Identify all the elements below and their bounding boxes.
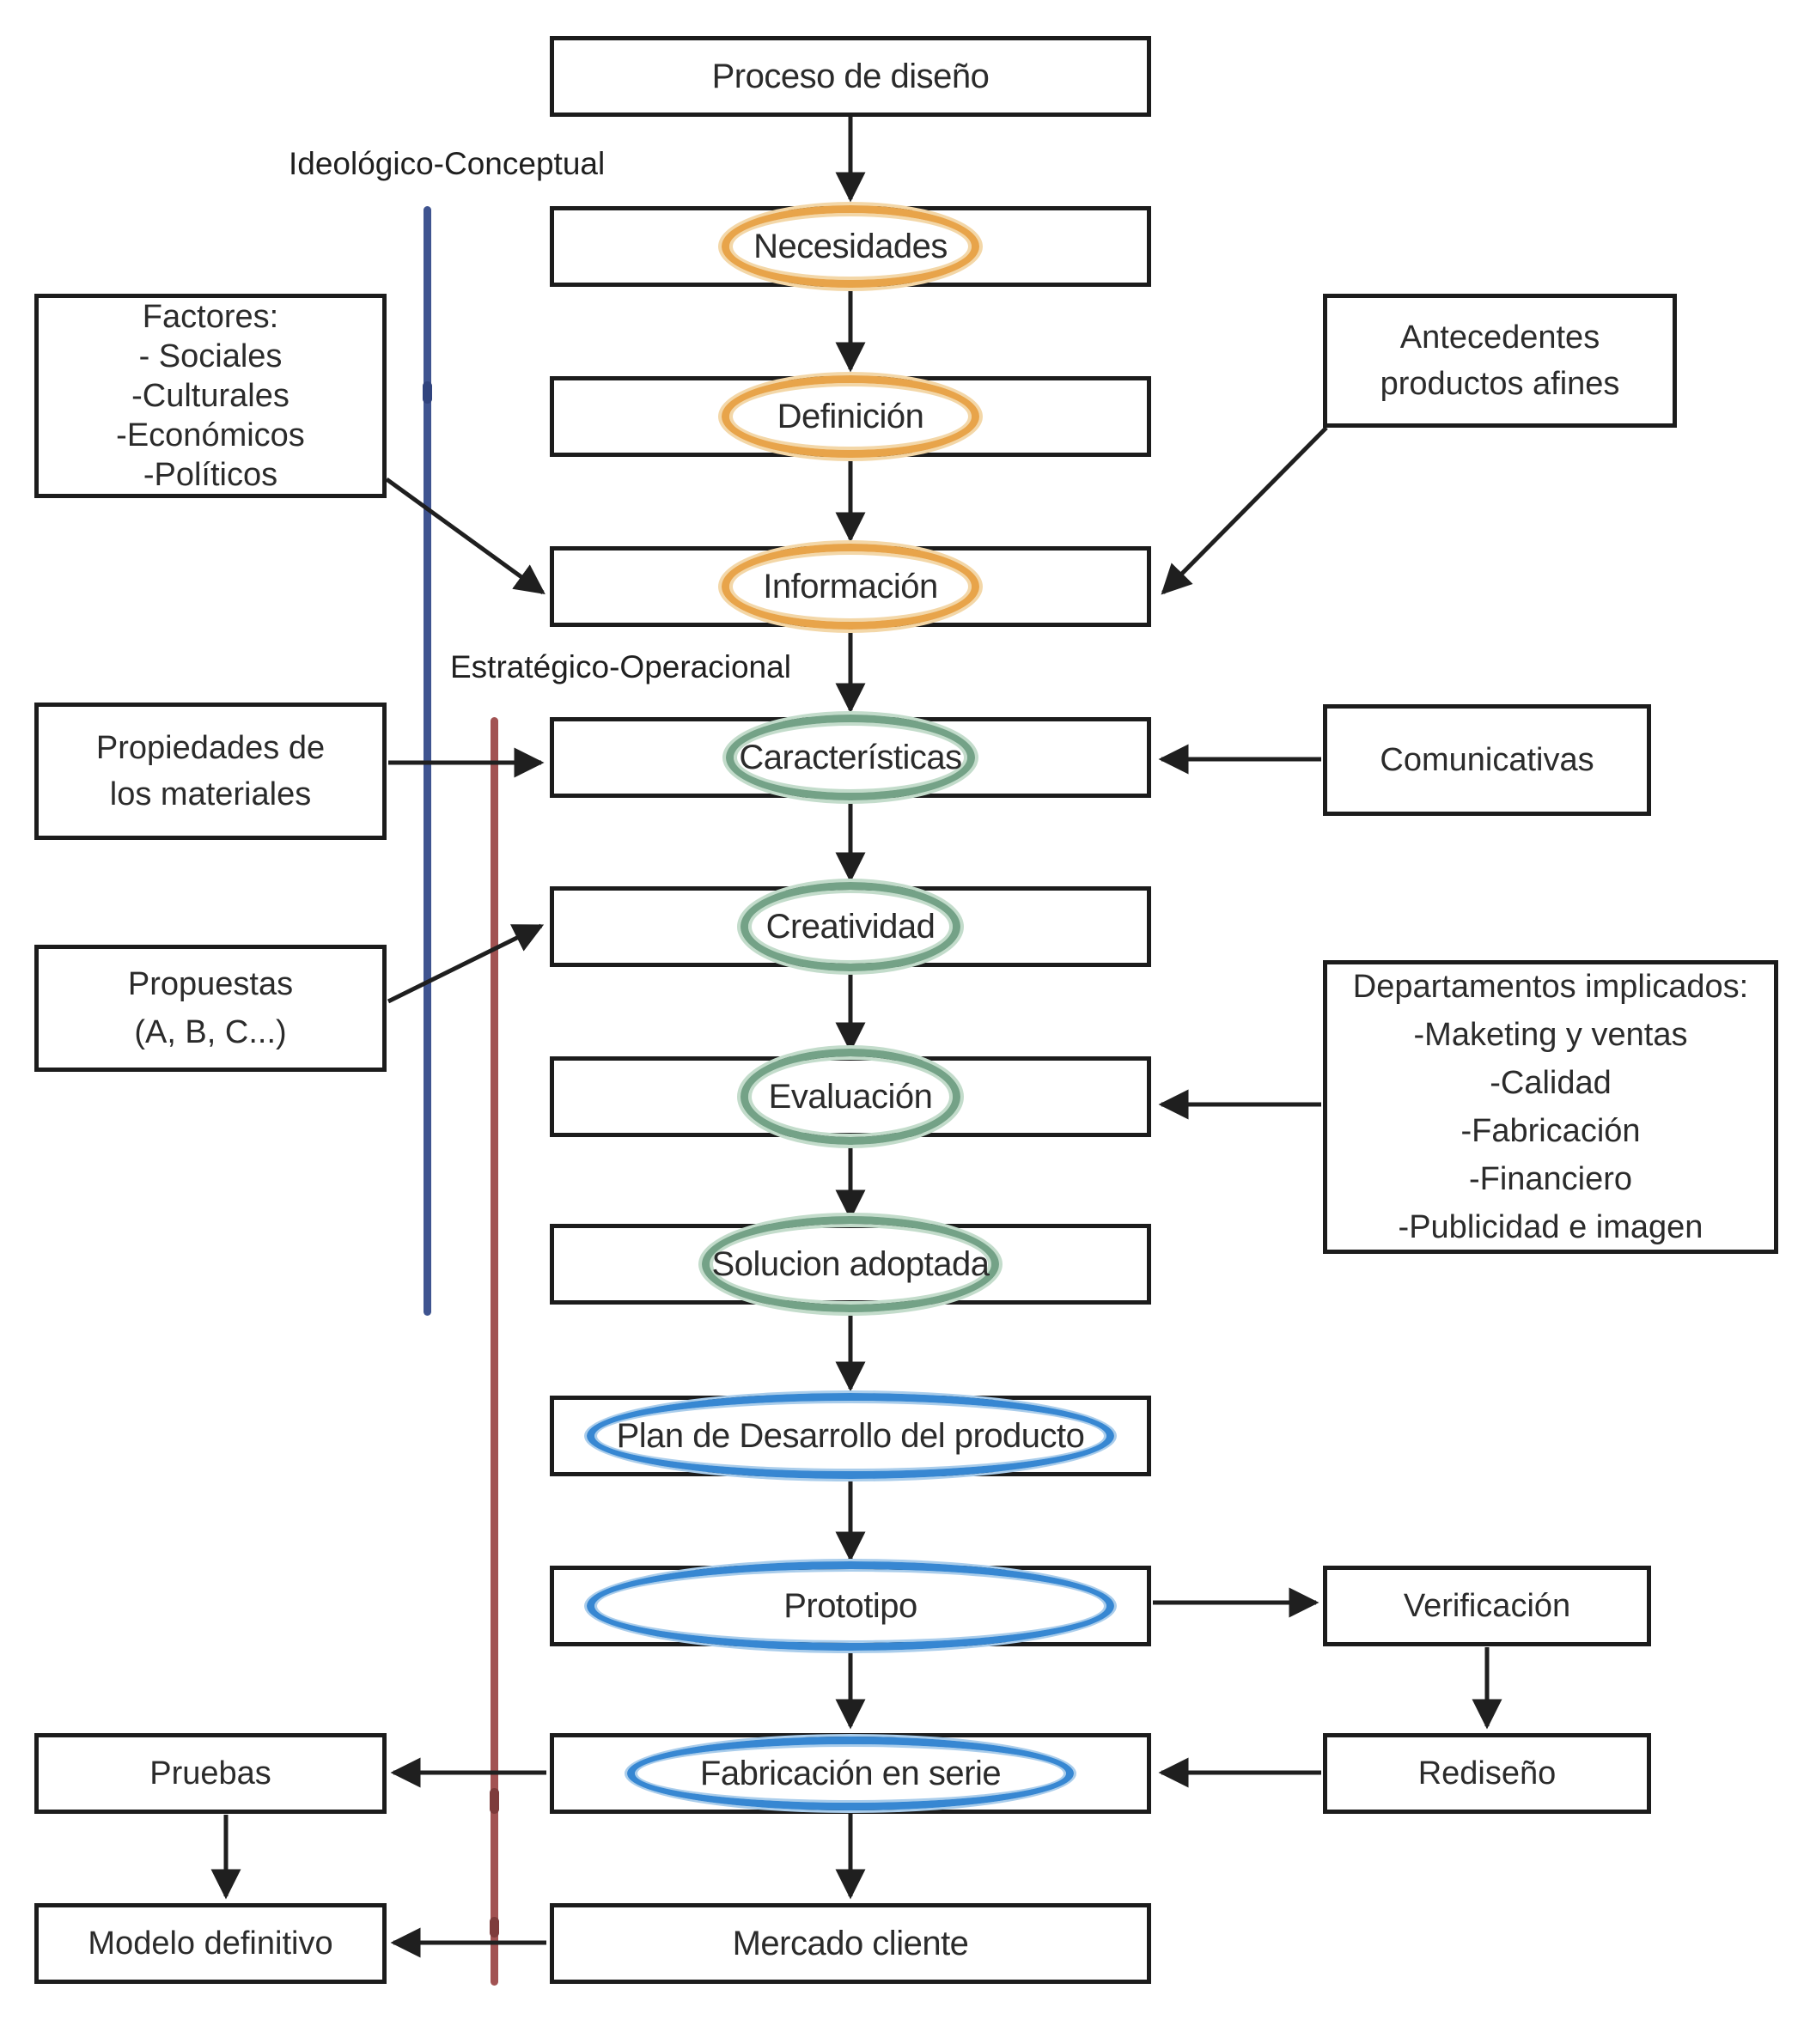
box-antecedentes: Antecedentes productos afines (1323, 294, 1677, 428)
node-fabricacion-en-serie: Fabricación en serie (550, 1733, 1151, 1814)
factores-item: -Políticos (143, 457, 278, 493)
box-propiedades-materiales: Propiedades de los materiales (34, 703, 387, 840)
node-ellipse-blue (587, 1393, 1114, 1479)
phase-line-red-node (490, 1917, 499, 1938)
node-label: Prototipo (783, 1586, 917, 1625)
node-label: Proceso de diseño (711, 57, 990, 95)
node-ellipse-blue (627, 1737, 1074, 1810)
box-label: Comunicativas (1380, 742, 1594, 778)
node-ellipse-green (702, 1216, 999, 1312)
node-label: Necesidades (753, 227, 948, 265)
departamentos-item: -Calidad (1490, 1065, 1612, 1101)
box-label: Antecedentes productos afines (1380, 319, 1620, 402)
node-ellipse-green (726, 715, 975, 800)
box-departamentos: Departamentos implicados: -Maketing y ve… (1323, 960, 1778, 1254)
box-propuestas: Propuestas (A, B, C...) (34, 945, 387, 1072)
box-verificacion: Verificación (1323, 1566, 1651, 1646)
node-creatividad: Creatividad (550, 882, 1151, 971)
box-modelo-definitivo: Modelo definitivo (34, 1903, 387, 1984)
node-ellipse-green (740, 1049, 960, 1145)
box-rediseno: Rediseño (1323, 1733, 1651, 1814)
departamentos-item: -Publicidad e imagen (1398, 1209, 1703, 1245)
box-label: Pruebas (149, 1755, 271, 1792)
node-label: Creatividad (765, 907, 936, 946)
node-label: Definición (777, 397, 924, 435)
node-ellipse-orange (722, 544, 979, 630)
node-label: Información (763, 567, 938, 605)
arrow-factores-informacion (385, 477, 545, 595)
node-label: Solucion adoptada (711, 1244, 990, 1283)
node-evaluacion: Evaluación (550, 1049, 1151, 1145)
node-necesidades: Necesidades (550, 205, 1151, 288)
node-mercado-cliente: Mercado cliente (550, 1903, 1151, 1984)
phase-line-blue-node (423, 381, 432, 404)
node-ellipse-blue (587, 1561, 1114, 1651)
node-label: Características (739, 738, 962, 776)
phase-line-estrategico-red (491, 717, 498, 1986)
factores-item: -Culturales (131, 378, 289, 414)
box-factores: Factores: - Sociales -Culturales -Económ… (34, 294, 387, 498)
box-label: Propiedades de los materiales (95, 730, 326, 812)
node-label: Fabricación en serie (699, 1754, 1002, 1792)
departamentos-item: -Financiero (1468, 1161, 1633, 1197)
node-label: Evaluación (768, 1077, 933, 1116)
node-definicion: Definición (550, 375, 1151, 458)
propuestas-line: Propuestas (127, 966, 294, 1002)
arrow-propuestas-creatividad (387, 923, 545, 1004)
node-ellipse-orange (722, 375, 979, 458)
node-plan-desarrollo: Plan de Desarrollo del producto (550, 1393, 1151, 1479)
factores-item: -Económicos (116, 417, 305, 453)
box-label: Rediseño (1417, 1755, 1557, 1792)
box-pruebas: Pruebas (34, 1733, 387, 1814)
node-ellipse-green (740, 882, 960, 971)
label-estrategico-operacional: Estratégico-Operacional (450, 649, 791, 684)
label-ideologico-conceptual: Ideológico-Conceptual (289, 146, 606, 181)
departamentos-item: -Maketing y ventas (1413, 1017, 1688, 1053)
factores-title: Factores: (142, 299, 279, 335)
node-solucion-adoptada: Solucion adoptada (550, 1216, 1151, 1312)
box-label: Modelo definitivo (88, 1925, 333, 1962)
node-label: Mercado cliente (732, 1924, 969, 1962)
node-informacion: Información (550, 544, 1151, 630)
propuestas-line: (A, B, C...) (134, 1014, 287, 1050)
departamentos-item: -Fabricación (1460, 1113, 1641, 1149)
box-label: Verificación (1403, 1588, 1571, 1624)
node-label: Plan de Desarrollo del producto (616, 1416, 1085, 1455)
node-proceso-de-diseno: Proceso de diseño (550, 36, 1151, 117)
box-comunicativas: Comunicativas (1323, 704, 1651, 816)
departamentos-title: Departamentos implicados: (1352, 969, 1749, 1005)
arrow-antecedentes-informacion (1161, 426, 1328, 595)
node-ellipse-orange (722, 205, 979, 288)
phase-line-red-node (490, 1788, 499, 1814)
node-caracteristicas: Características (550, 715, 1151, 800)
node-prototipo: Prototipo (550, 1561, 1151, 1651)
factores-item: - Sociales (138, 338, 283, 374)
